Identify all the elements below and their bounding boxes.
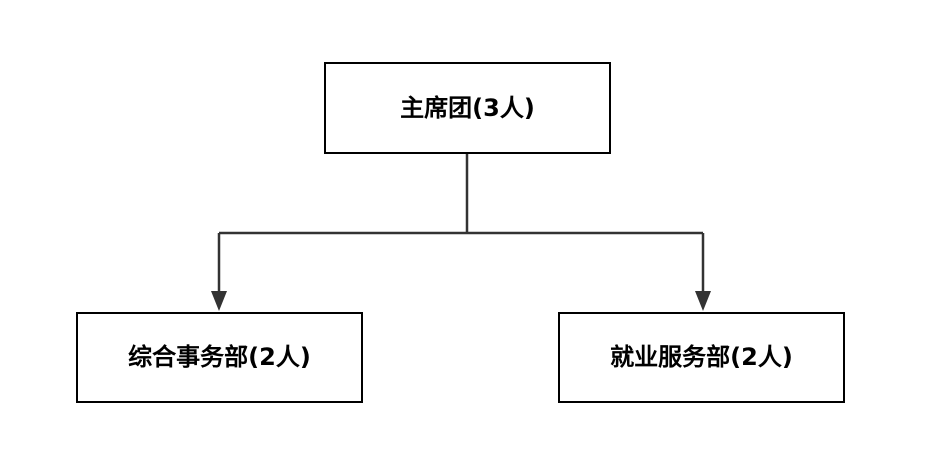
node-left-label: 综合事务部(2人) (128, 343, 311, 371)
arrow-to-left-icon (211, 291, 227, 311)
node-right[interactable]: 就业服务部(2人) (558, 312, 845, 403)
arrow-to-right-icon (695, 291, 711, 311)
node-left-box (76, 312, 363, 403)
node-right-label: 就业服务部(2人) (610, 343, 793, 371)
node-left[interactable]: 综合事务部(2人) (76, 312, 363, 403)
node-root-label: 主席团(3人) (400, 94, 535, 122)
node-right-box (558, 312, 845, 403)
node-root-box (324, 62, 611, 154)
connectors (211, 154, 711, 311)
node-root[interactable]: 主席团(3人) (324, 62, 611, 154)
